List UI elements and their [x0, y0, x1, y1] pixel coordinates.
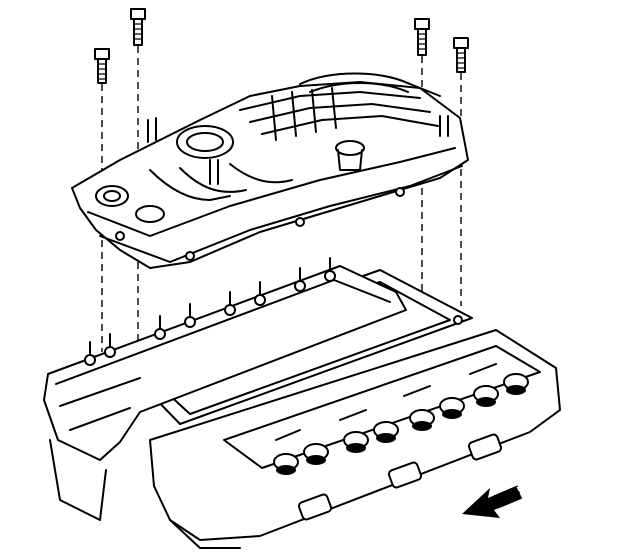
cylinder-head-right	[149, 329, 561, 549]
bolt-icon	[414, 18, 430, 56]
cylinder-head-left	[43, 257, 407, 521]
bolt-icon	[130, 8, 146, 46]
bolt-icon	[453, 37, 469, 73]
front-arrow-icon	[462, 485, 523, 518]
intake-manifold	[71, 72, 469, 269]
bolt-icon	[94, 48, 110, 84]
